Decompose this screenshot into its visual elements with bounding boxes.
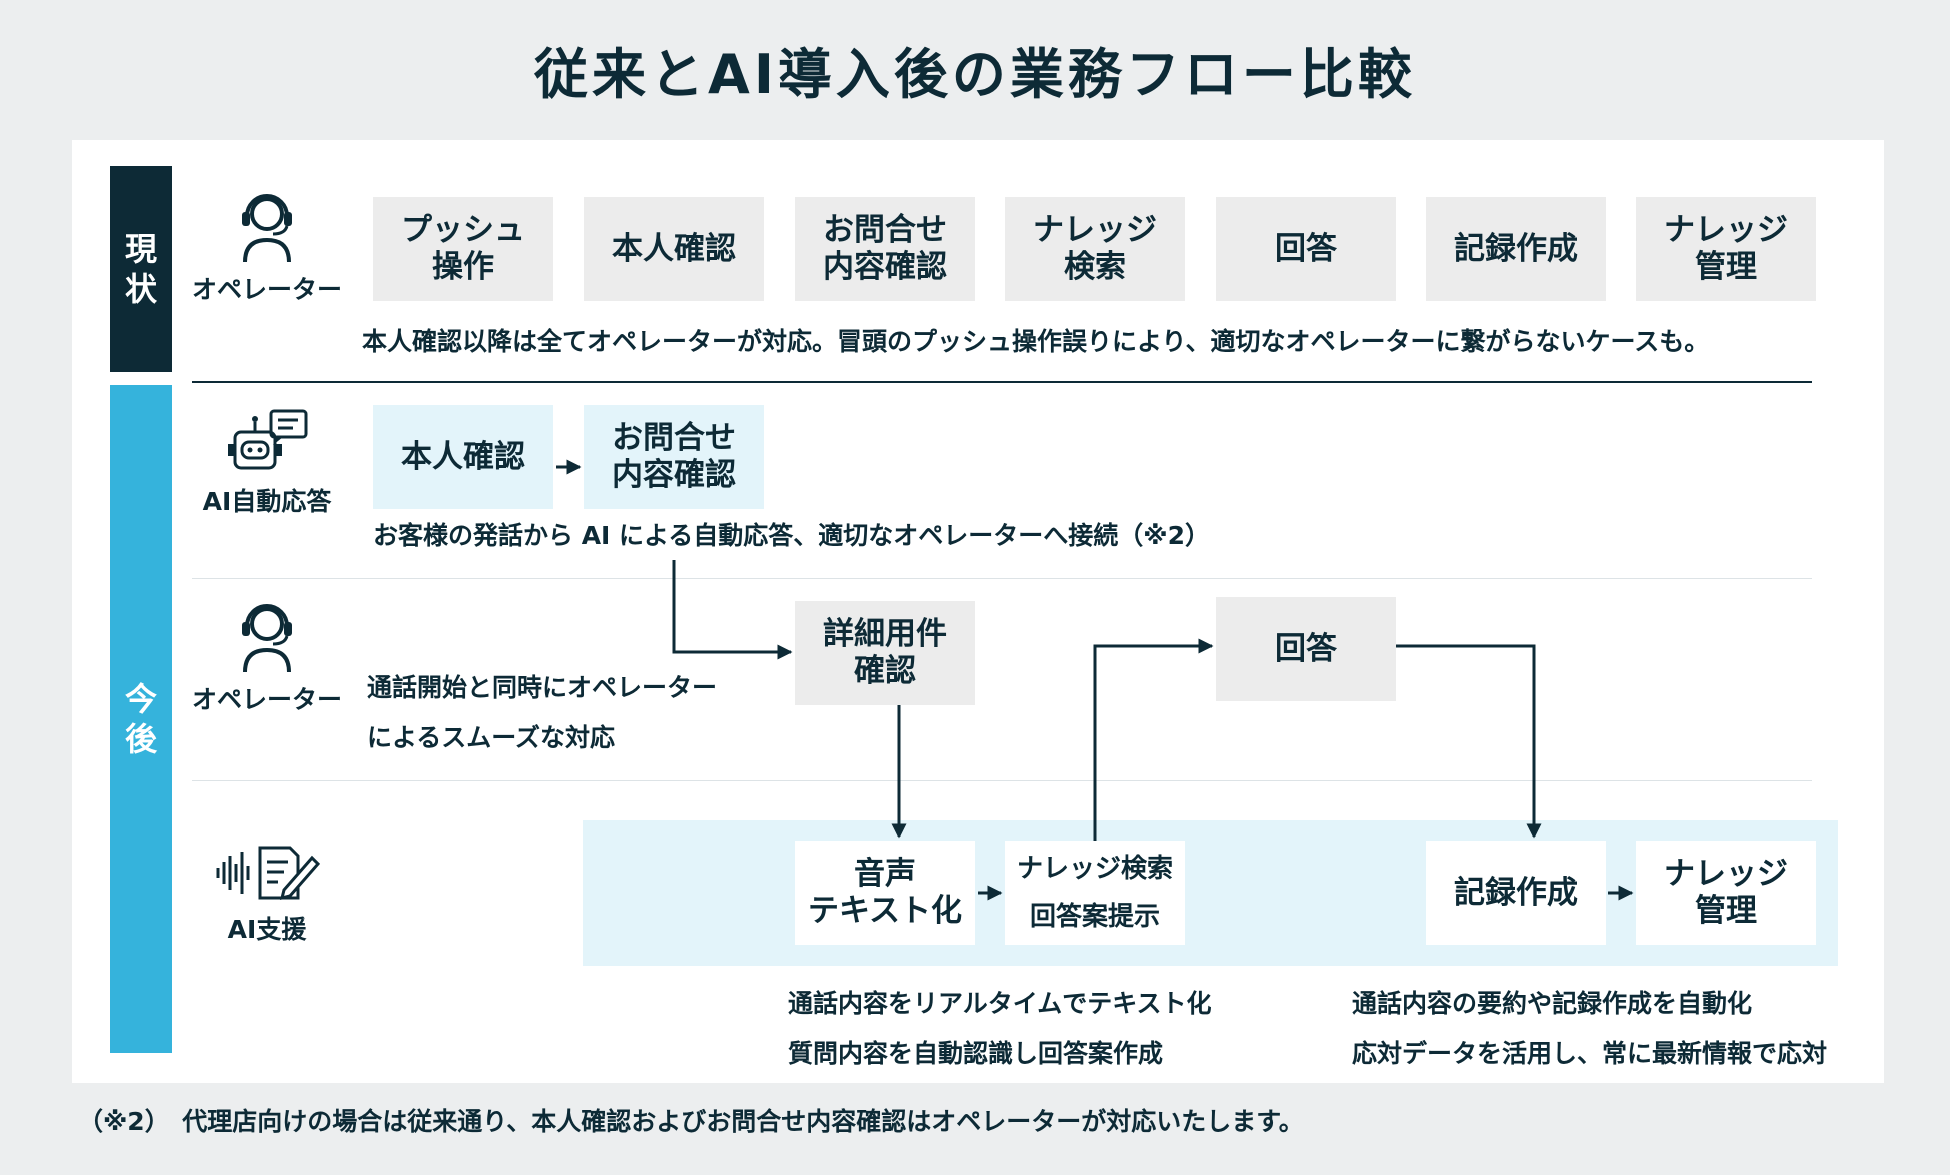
section-label-current: 現 状 [110,166,172,372]
section-label-future: 今 後 [110,385,172,1053]
current-step-inquiry: お問合せ 内容確認 [795,197,975,301]
arrow-answer-to-record [1396,644,1542,839]
section-label-future-text: 今 後 [124,680,157,758]
current-step-push: プッシュ 操作 [373,197,553,301]
operator-step-detail: 詳細用件 確認 [795,601,975,705]
role-ai-support-label: AI支援 [227,915,307,944]
operator-headset-icon [242,194,292,263]
page-title: 従来とAI導入後の業務フロー比較 [534,43,1416,106]
current-step-answer: 回答 [1216,197,1396,301]
arrow-knowledge-to-answer [1093,638,1214,841]
section-label-current-text: 現 状 [124,230,157,308]
role-ai-support: AI支援 [182,840,352,946]
support-note-left-1: 通話内容をリアルタイムでテキスト化 [788,989,1212,1018]
current-step-identity: 本人確認 [584,197,764,301]
role-ai-auto-response-label: AI自動応答 [202,487,332,516]
role-future-operator: オペレーター [182,598,352,716]
support-answer-proposal: 回答案提示 [1029,902,1160,932]
role-ai-auto-response: AI自動応答 [182,408,352,518]
ai-auto-note: お客様の発話から AI による自動応答、適切なオペレーターへ接続（※2） [373,521,1211,550]
current-step-knowledge-search: ナレッジ 検索 [1005,197,1185,301]
voice-document-icon [216,846,321,901]
current-flow-note: 本人確認以降は全てオペレーターが対応。冒頭のプッシュ操作誤りにより、適切なオペレ… [362,327,1710,356]
role-future-operator-label: オペレーター [191,685,342,714]
support-step-knowledge-mgmt: ナレッジ 管理 [1636,841,1816,945]
support-note-left-2: 質問内容を自動認識し回答案作成 [788,1039,1164,1068]
robot-chat-icon [228,409,308,470]
row-divider [192,780,1812,781]
role-current-operator: オペレーター [182,188,352,306]
ai-step-identity: 本人確認 [373,405,553,509]
ai-step-inquiry: お問合せ 内容確認 [584,405,764,509]
operator-note-line1: 通話開始と同時にオペレーター [367,673,718,702]
support-step-record: 記録作成 [1426,841,1606,945]
support-step-knowledge: ナレッジ検索 回答案提示 [1005,841,1185,945]
support-knowledge-search: ナレッジ検索 [1016,854,1173,884]
operator-step-answer: 回答 [1216,597,1396,701]
current-step-record: 記録作成 [1426,197,1606,301]
section-divider [192,381,1812,383]
arrow-ai-to-operator [672,560,793,660]
support-note-right-2: 応対データを活用し、常に最新情報で応対 [1352,1039,1828,1068]
role-current-operator-label: オペレーター [191,275,342,304]
row-divider [192,578,1812,579]
operator-note-line2: によるスムーズな対応 [367,723,616,752]
current-step-knowledge-mgmt: ナレッジ 管理 [1636,197,1816,301]
footnote: （※2） 代理店向けの場合は従来通り、本人確認およびお問合せ内容確認はオペレータ… [78,1107,1304,1136]
operator-headset-icon [242,604,292,673]
support-step-speech-to-text: 音声 テキスト化 [795,841,975,945]
support-note-right-1: 通話内容の要約や記録作成を自動化 [1352,989,1753,1018]
